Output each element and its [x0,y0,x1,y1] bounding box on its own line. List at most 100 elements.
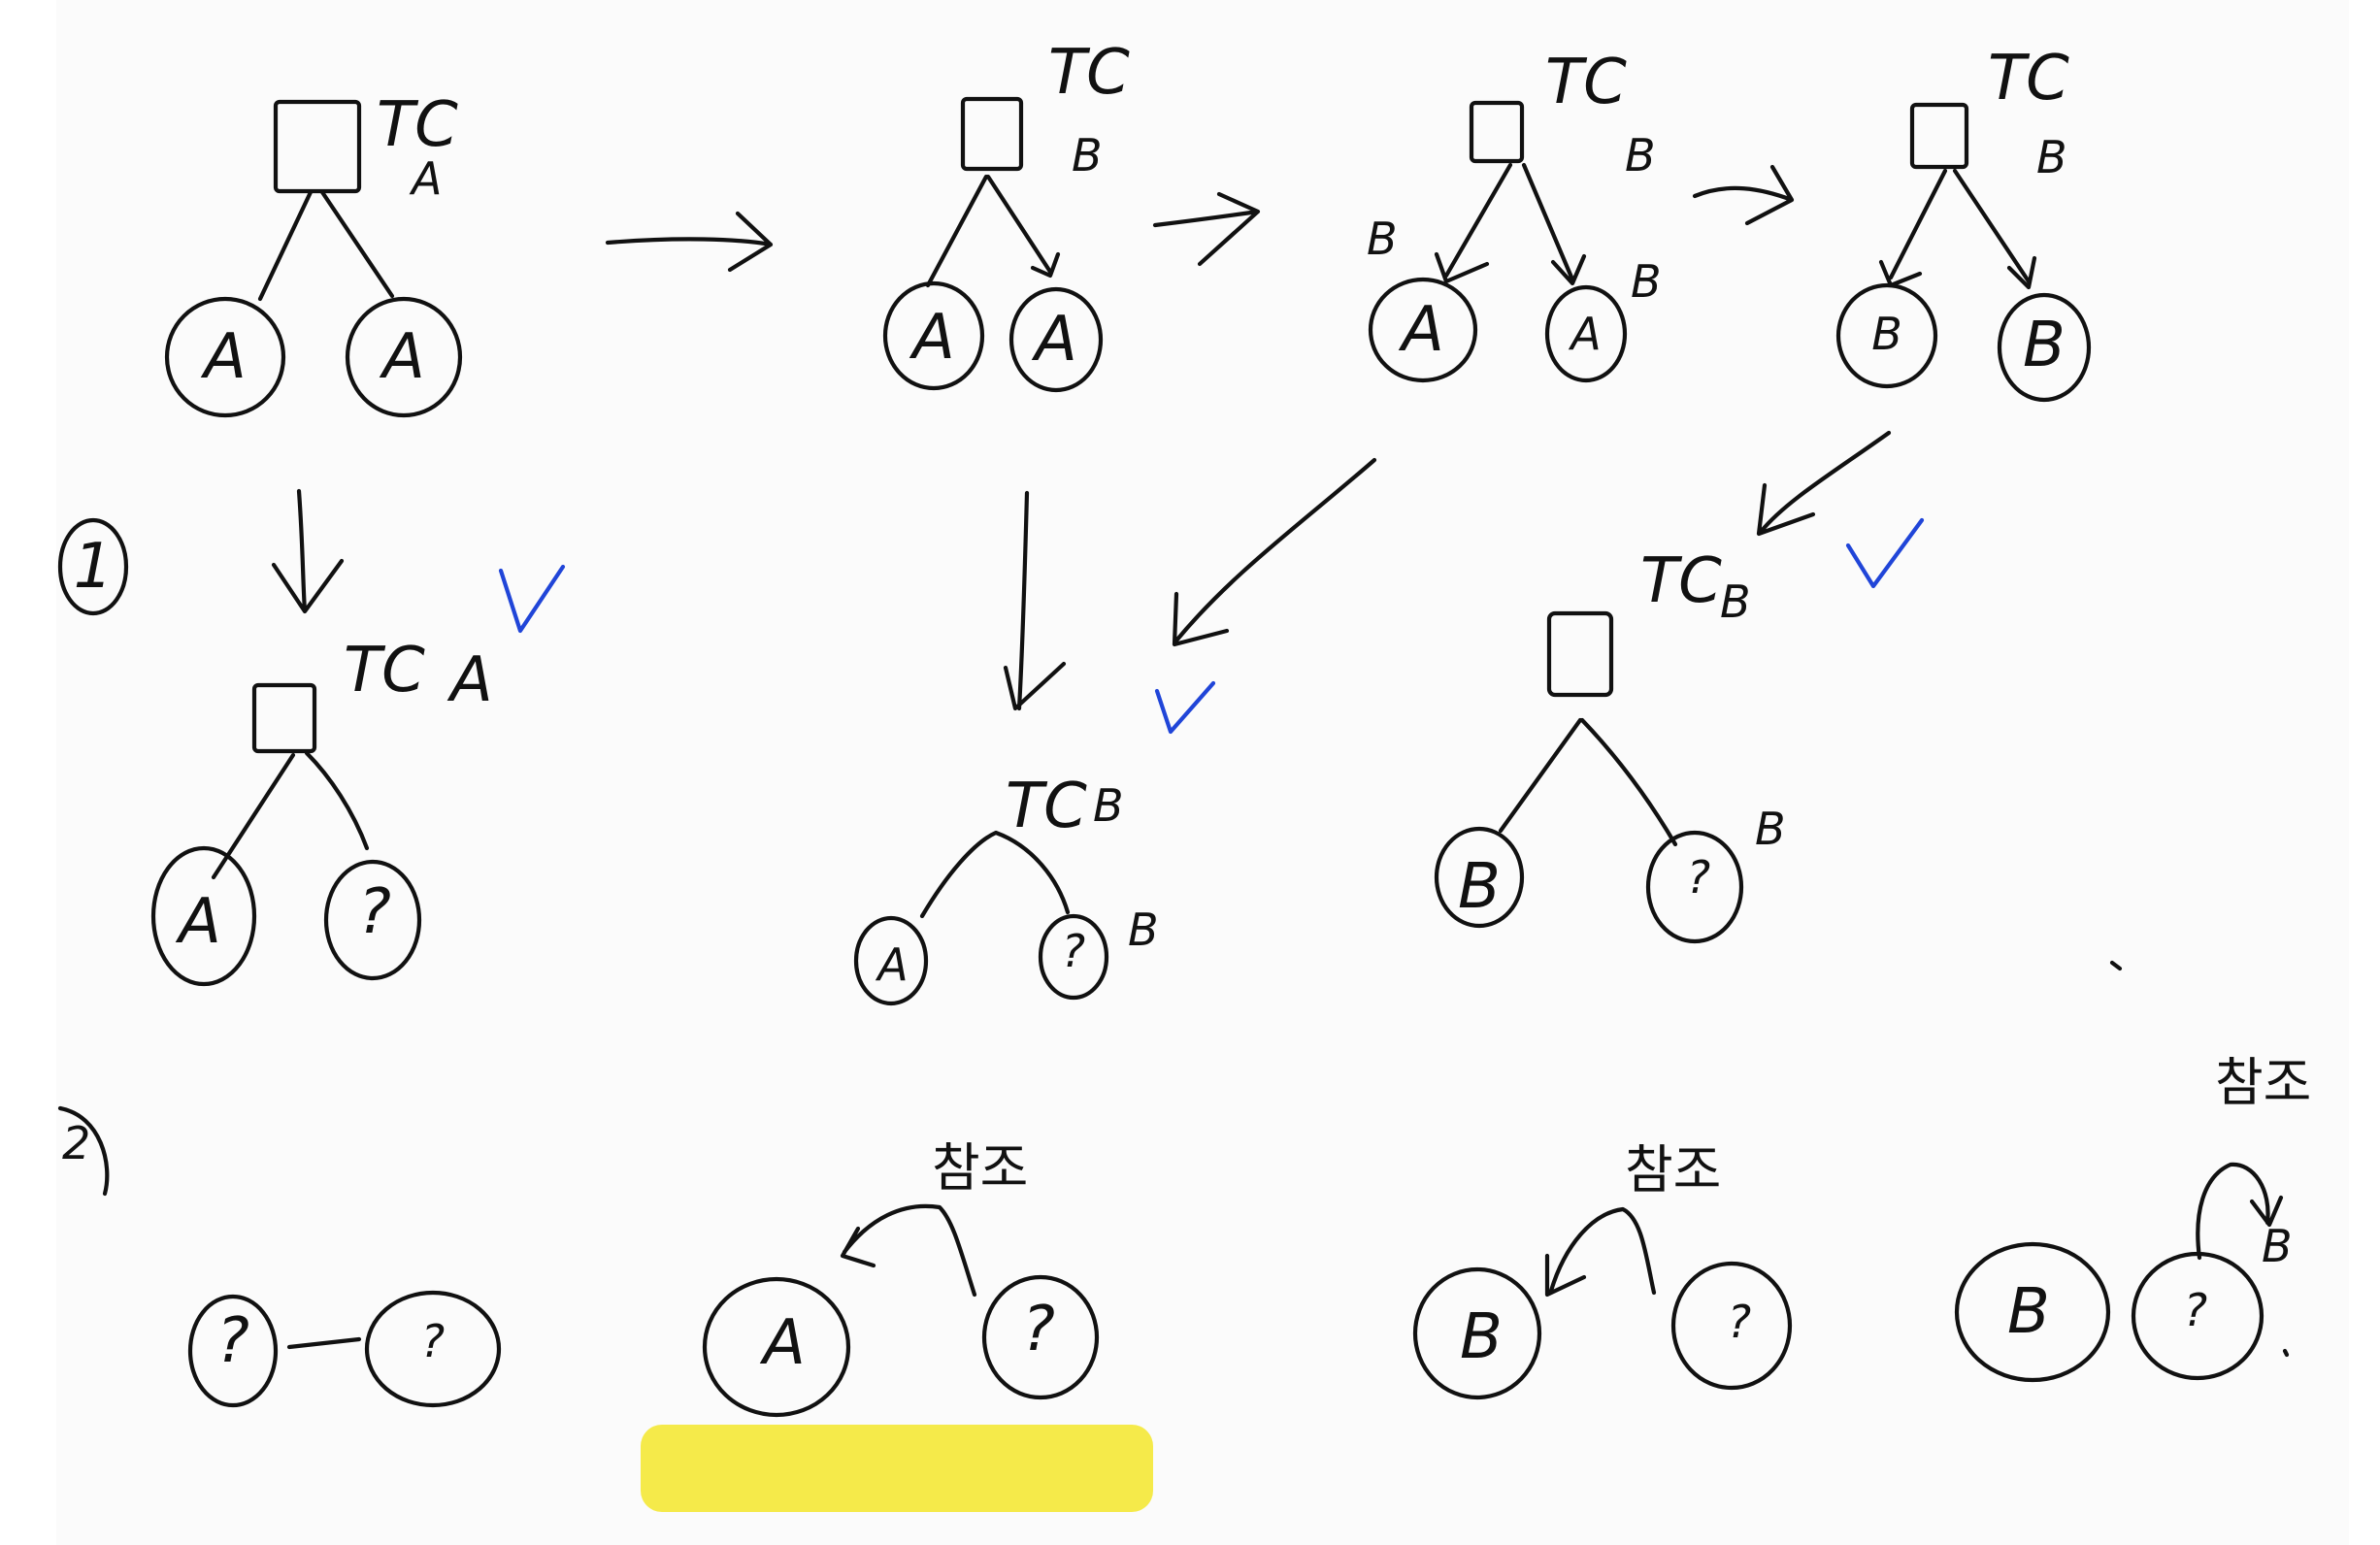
tree-4-edge-right-arrow [1952,168,2037,290]
result-3-edge-right [1579,717,1678,847]
result-1-node-left [150,845,257,987]
result-3-node-left [1434,826,1525,929]
tree-2-tc-type: B [1072,129,1103,181]
arrow-step-1 [605,211,774,273]
pair-4-self-reference-arrow [2196,1162,2284,1261]
arrow-down-2 [1003,490,1067,711]
tree-1-node-left-label: A [200,321,247,393]
pair-3: B ? 참조 [1412,1139,1793,1400]
section-marker-1: 1 [57,517,129,616]
tree-3-edge-left-arrow [1434,162,1513,284]
arrow-diagonal-3 [1172,457,1377,647]
tree-2-edge-right-arrow [985,174,1061,279]
tree-3-node-left-label: A [1398,294,1444,366]
pair-4: B ? 참조 B [1954,1052,2311,1383]
pair-1: ? ? [187,1290,502,1408]
pair-2: A ? 참조 [641,1137,1153,1512]
tree-4-box [1909,102,1969,170]
stray-mark [2109,960,2123,971]
pair-4-node-left-label: B [2007,1276,2050,1348]
result-2-edges [919,830,1071,919]
pair-4-node-right-label: ? [2184,1284,2207,1336]
result-3-node-left-label: B [1458,851,1501,923]
tree-2-node-left-label: A [909,302,955,374]
section-marker-2: 2 [57,1105,110,1197]
arrow-step-3 [1692,164,1795,226]
paper-sheet [56,0,2349,1545]
tree-3-tc-type: B [1625,129,1656,181]
result-2-tc-type: B [1093,779,1124,832]
pair-3-reference-arrow [1544,1206,1657,1298]
pair-1-node-left [187,1294,279,1408]
tree-4-node-right-label: B [2023,310,2066,381]
arrow-step-2 [1152,191,1261,267]
pair-4-right-type: B [2262,1220,2293,1272]
tree-3-node-right-label: A [1568,308,1601,360]
pair-2-node-left [702,1276,851,1418]
tree-1-tc-a: A A TC A [164,89,463,418]
highlight-marker [641,1425,1153,1512]
result-1-node-right-label: ? [358,876,391,948]
tree-4-tc-b: B B TC B [1835,43,2092,403]
tree-2-box [960,96,1024,172]
tree-3-node-left [1368,277,1478,383]
tree-1-edge-right [319,189,395,299]
arrow-diagonal-4 [1756,430,1892,537]
result-3-right-type: B [1755,803,1786,855]
tree-1-edge-left [257,189,314,302]
pair-1-node-left-label: ? [216,1305,249,1377]
result-2-node-left [853,915,929,1006]
section-2-arc [57,1105,110,1197]
result-1-tc-label: TC [344,635,425,707]
tree-4-tc-label: TC [1988,43,2069,115]
result-2-right-type: B [1128,904,1159,956]
tree-1-node-right-label: A [379,321,425,393]
tree-4-node-left [1835,282,1938,389]
result-tree-1: A ? TC A [150,564,566,987]
result-3-tc-type: B [1720,575,1751,628]
tree-2-tc-b: A A TC B [882,37,1130,393]
check-mark-2 [1154,680,1216,735]
tree-3-edge-right-arrow [1521,162,1587,286]
result-3-node-right [1645,830,1744,944]
section-1-label: 1 [74,531,114,603]
tree-1-box [273,99,362,194]
result-3-box [1546,610,1614,698]
tree-1-node-left [164,296,286,418]
tree-2-node-right-label: A [1031,304,1077,376]
section-1-circle [57,517,129,616]
result-2-tc-label: TC [1006,771,1087,842]
pair-2-node-right [981,1274,1100,1400]
result-3-node-right-label: ? [1687,851,1710,904]
pair-4-dot [2282,1348,2290,1358]
result-1-tc-type: A [446,644,493,716]
tree-4-node-right [1997,292,2092,403]
tree-1-node-right [345,296,463,418]
result-3-tc-label: TC [1640,545,1722,617]
pair-2-node-right-label: ? [1022,1294,1055,1365]
pair-3-reference-label: 참조 [1625,1139,1721,1200]
pair-3-node-left [1412,1266,1542,1400]
pair-1-node-right-label: ? [421,1315,445,1367]
tree-4-tc-type: B [2036,131,2067,183]
tree-1-tc-label: TC [377,89,458,161]
pair-4-node-left [1954,1241,2111,1383]
result-1-node-left-label: A [175,886,221,958]
result-tree-3: B ? TC B B [1434,517,1925,944]
pair-3-node-right-label: ? [1728,1296,1751,1348]
pair-2-node-left-label: A [759,1307,806,1379]
tree-2-node-left [882,280,985,391]
result-1-edge-right [304,750,370,851]
result-3-edge-left [1498,717,1583,834]
result-1-box [251,682,317,754]
result-2-node-right-label: ? [1062,925,1085,977]
pair-4-reference-label: 참조 [2215,1052,2311,1113]
pair-3-node-right [1670,1261,1793,1391]
check-mark-3 [1845,517,1925,589]
pair-2-reference-label: 참조 [932,1137,1028,1199]
check-mark-1 [498,564,566,634]
pair-1-node-right [364,1290,502,1408]
tree-3-box [1469,100,1525,164]
pair-1-link [286,1336,362,1350]
